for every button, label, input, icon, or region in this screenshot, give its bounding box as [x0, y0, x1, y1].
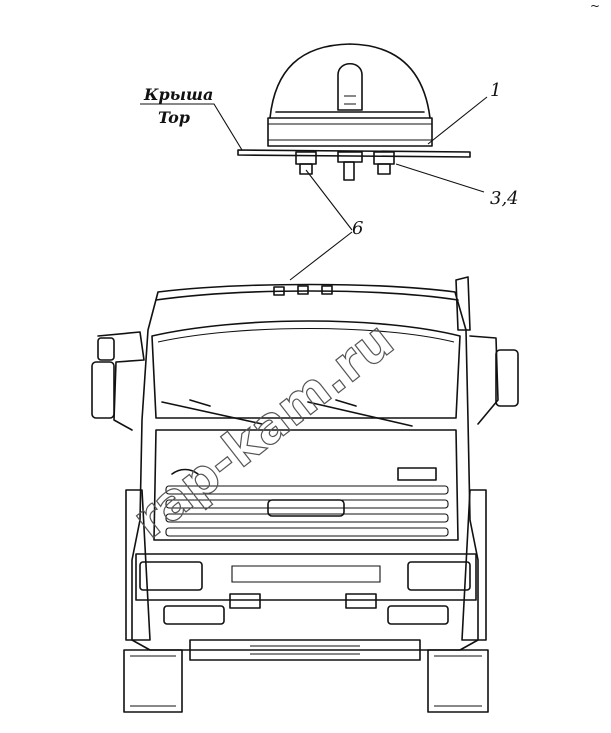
base-lines [268, 123, 432, 141]
lamp-dome [269, 43, 431, 119]
leader-6-lower [289, 231, 353, 281]
side-panel-right [461, 489, 487, 641]
windshield [151, 320, 461, 419]
wheel-right-tread [434, 655, 482, 707]
roof-lamp-1 [273, 286, 285, 296]
bolt-left [295, 151, 317, 165]
mirror-right [495, 349, 519, 407]
nut-left [299, 163, 313, 175]
wiper-right [307, 399, 413, 427]
corner-mark: ~ [590, 0, 600, 13]
fog-light-left [163, 605, 225, 625]
front-axle [189, 639, 421, 661]
roof-plate [237, 149, 471, 158]
wheel-left-tread [130, 655, 176, 707]
mirror-left-small [97, 337, 115, 361]
connector [337, 151, 363, 163]
headlight-right [407, 561, 471, 591]
bumper [135, 553, 477, 601]
lamp-base [267, 117, 433, 147]
truck-front-view [91, 276, 519, 713]
wheel-left [123, 649, 183, 713]
bulb-detail [344, 95, 356, 105]
wheel-right [427, 649, 489, 713]
label-callout-6: 6 [352, 218, 363, 239]
grille-panel [153, 429, 459, 541]
mirror-left [91, 361, 115, 419]
air-intake [455, 276, 471, 331]
lamp-bulb [337, 62, 363, 111]
grille-emblem-top [171, 468, 199, 475]
roof-top-line [155, 290, 459, 301]
windshield-inner [157, 327, 455, 343]
wiper-left [161, 399, 263, 425]
mirror-arm-right [469, 335, 499, 425]
label-callout-34: 3,4 [490, 188, 519, 209]
grille-vent [397, 467, 437, 481]
roof-lamp-2 [297, 285, 309, 295]
cab-outline [131, 283, 479, 651]
tow-fitting-left [229, 593, 261, 609]
bolt-right [373, 151, 395, 165]
fog-light-right [387, 605, 449, 625]
label-callout-1: 1 [490, 80, 501, 101]
nut-right [377, 163, 391, 175]
axle-detail [250, 645, 360, 655]
roof-lamp-3 [321, 285, 333, 295]
bumper-center-recess [231, 565, 381, 583]
tow-fitting-right [345, 593, 377, 609]
grille-bars [165, 485, 449, 537]
mirror-arm-left [97, 331, 145, 431]
leader-roof [140, 103, 243, 151]
roof-lamp-detail [140, 43, 488, 281]
connector-pin [343, 161, 355, 181]
kamaz-badge [267, 499, 345, 517]
leader-34 [395, 163, 485, 193]
label-roof-en: Top [158, 108, 190, 127]
side-panel-left [125, 489, 151, 641]
headlight-left [139, 561, 203, 591]
label-roof-ru: Крыша [143, 85, 213, 104]
leader-1 [427, 96, 488, 145]
leader-6-upper [305, 169, 353, 231]
